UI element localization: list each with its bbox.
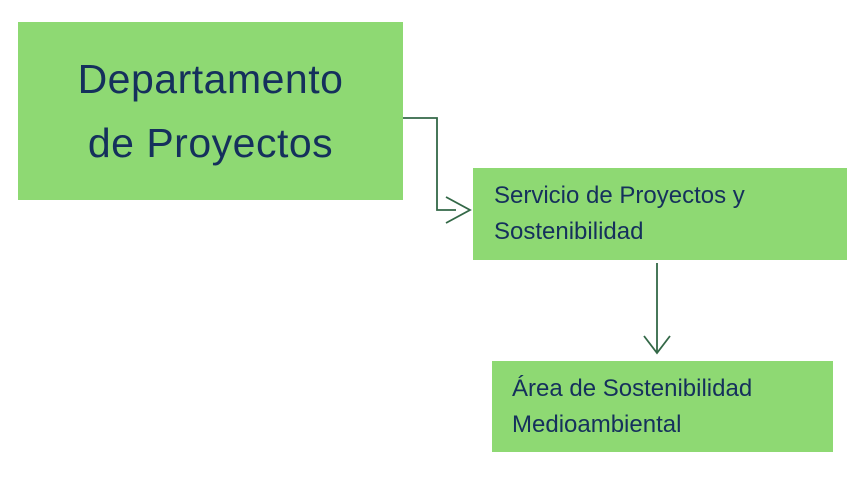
node-departamento-de-proyectos: Departamento de Proyectos [18,22,403,200]
connector-servicio-to-area-down-arrow [643,263,671,355]
node-area-de-sostenibilidad-medioambiental: Área de Sostenibilidad Medioambiental [492,361,833,452]
node-label-line: de Proyectos [87,120,334,166]
node-label-line: Medioambiental [512,410,682,438]
arrowhead-right-icon [445,196,472,224]
node-label-line: Área de Sostenibilidad [512,374,753,402]
node-label-line: Departamento [77,56,344,102]
node-label-line: Servicio de Proyectos y [494,182,745,209]
node-label-line: Sostenibilidad [494,218,644,245]
node-servicio-de-proyectos-y-sostenibilidad: Servicio de Proyectos y Sostenibilidad [473,168,847,260]
connector-departamento-to-servicio-elbow-arrow [403,117,472,224]
arrowhead-down-icon [643,335,671,355]
